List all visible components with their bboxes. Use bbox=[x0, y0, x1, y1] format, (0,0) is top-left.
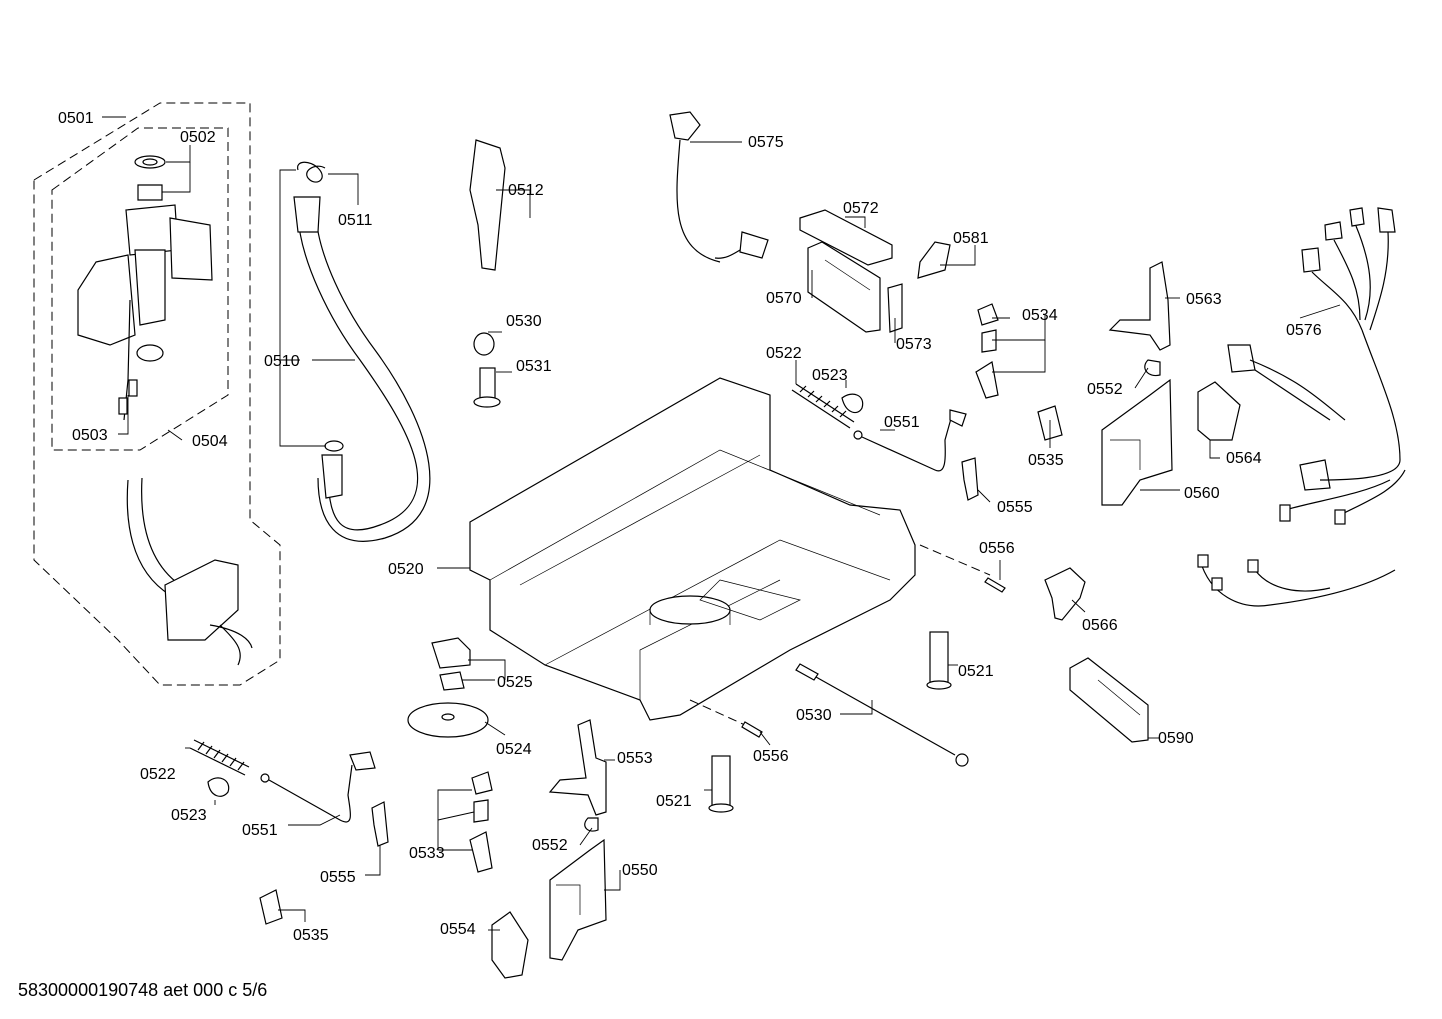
label-0533: 0533 bbox=[409, 845, 445, 862]
part-0534-holder-top bbox=[975, 303, 999, 399]
part-0550-hinge-plate bbox=[549, 838, 607, 961]
label-0550: 0550 bbox=[622, 862, 658, 879]
label-0535b: 0535 bbox=[293, 927, 329, 944]
label-0503: 0503 bbox=[72, 427, 108, 444]
part-0566-sensor bbox=[1044, 567, 1086, 621]
label-0552b: 0552 bbox=[532, 837, 568, 854]
label-0510: 0510 bbox=[264, 353, 300, 370]
part-0530-rod bbox=[795, 663, 969, 767]
part-0581-bracket bbox=[917, 241, 951, 279]
label-0566: 0566 bbox=[1082, 617, 1118, 634]
label-0570: 0570 bbox=[766, 290, 802, 307]
label-0573: 0573 bbox=[896, 336, 932, 353]
part-0521-foot-right bbox=[926, 631, 952, 690]
label-0523b: 0523 bbox=[171, 807, 207, 824]
label-0564: 0564 bbox=[1226, 450, 1262, 467]
label-0581: 0581 bbox=[953, 230, 989, 247]
label-0556b: 0556 bbox=[753, 748, 789, 765]
part-0522-spring-bottom bbox=[189, 739, 250, 776]
part-0523-cap-top bbox=[841, 393, 864, 414]
part-0530-nut bbox=[473, 332, 495, 356]
label-0590: 0590 bbox=[1158, 730, 1194, 747]
label-0502: 0502 bbox=[180, 129, 216, 146]
part-0560-hinge-plate bbox=[1101, 378, 1173, 506]
label-0522a: 0522 bbox=[766, 345, 802, 362]
label-0555a: 0555 bbox=[997, 499, 1033, 516]
label-0501: 0501 bbox=[58, 110, 94, 127]
part-0521-foot-middle bbox=[708, 755, 734, 813]
part-0511-hose-clamp bbox=[297, 161, 326, 183]
part-labels: 0501 0502 0503 0504 0510 0511 0512 0530 … bbox=[58, 110, 1322, 944]
label-0553: 0553 bbox=[617, 750, 653, 767]
part-0531-foot-screw bbox=[473, 367, 501, 408]
label-0530b: 0530 bbox=[796, 707, 832, 724]
label-0521a: 0521 bbox=[958, 663, 994, 680]
assembly-outline-0501 bbox=[33, 102, 281, 686]
part-0520-base bbox=[469, 377, 916, 721]
label-0572: 0572 bbox=[843, 200, 879, 217]
part-0573-bracket bbox=[887, 283, 903, 333]
part-0502-water-valve bbox=[77, 155, 213, 421]
label-0535a: 0535 bbox=[1028, 452, 1064, 469]
part-0556-screw-right bbox=[919, 544, 1006, 593]
part-0552-clip-top bbox=[1144, 359, 1161, 377]
part-0554-bracket bbox=[491, 911, 529, 979]
label-0554: 0554 bbox=[440, 921, 476, 938]
part-0576-wiring-harness bbox=[1197, 207, 1406, 607]
leader-lines bbox=[102, 116, 1341, 931]
part-0522-spring-top bbox=[791, 383, 855, 429]
part-0523-cap-bottom bbox=[207, 777, 230, 797]
label-0511: 0511 bbox=[338, 212, 373, 229]
part-0563-hinge-arm bbox=[1108, 261, 1171, 351]
part-0552-clip-bottom bbox=[584, 817, 599, 832]
label-0512: 0512 bbox=[508, 182, 544, 199]
part-0590-rail bbox=[1069, 657, 1149, 743]
label-0520: 0520 bbox=[388, 561, 424, 578]
label-0576: 0576 bbox=[1286, 322, 1322, 339]
document-code-footer: 58300000190748 aet 000 c 5/6 bbox=[18, 980, 268, 1000]
part-0564-connector-block bbox=[1197, 381, 1241, 441]
part-0504-inlet-hose bbox=[126, 477, 253, 666]
label-0563: 0563 bbox=[1186, 291, 1222, 308]
label-0575: 0575 bbox=[748, 134, 784, 151]
part-0556-screw-middle bbox=[689, 699, 763, 738]
part-0510-drain-hose bbox=[293, 196, 431, 542]
label-0552a: 0552 bbox=[1087, 381, 1123, 398]
part-0555-clip-bottom bbox=[371, 801, 389, 847]
part-0551-sensor-cable-top bbox=[853, 409, 967, 472]
part-0551-sensor-cable-bottom bbox=[260, 751, 376, 823]
part-0524-float-disc bbox=[407, 702, 489, 738]
label-0551a: 0551 bbox=[884, 414, 920, 431]
part-0572-cover bbox=[799, 209, 893, 266]
part-0553-hinge-arm bbox=[548, 719, 607, 816]
label-0530a: 0530 bbox=[506, 313, 542, 330]
label-0523a: 0523 bbox=[812, 367, 848, 384]
label-0560: 0560 bbox=[1184, 485, 1220, 502]
part-0535-holder-bottom bbox=[259, 889, 283, 925]
part-0575-power-cord bbox=[669, 111, 769, 263]
label-0525: 0525 bbox=[497, 674, 533, 691]
label-0534: 0534 bbox=[1022, 307, 1058, 324]
label-0551b: 0551 bbox=[242, 822, 278, 839]
part-0570-control-housing bbox=[807, 241, 881, 333]
label-0556a: 0556 bbox=[979, 540, 1015, 557]
part-0512-guide bbox=[469, 139, 506, 271]
label-0531: 0531 bbox=[516, 358, 552, 375]
label-0555b: 0555 bbox=[320, 869, 356, 886]
part-0525-switch bbox=[431, 637, 471, 691]
label-0521b: 0521 bbox=[656, 793, 692, 810]
part-0533-holder bbox=[469, 771, 493, 873]
part-0555-clip-top bbox=[961, 457, 979, 501]
assembly-outline-0502 bbox=[51, 127, 229, 451]
label-0524: 0524 bbox=[496, 741, 532, 758]
label-0522b: 0522 bbox=[140, 766, 176, 783]
label-0504: 0504 bbox=[192, 433, 228, 450]
